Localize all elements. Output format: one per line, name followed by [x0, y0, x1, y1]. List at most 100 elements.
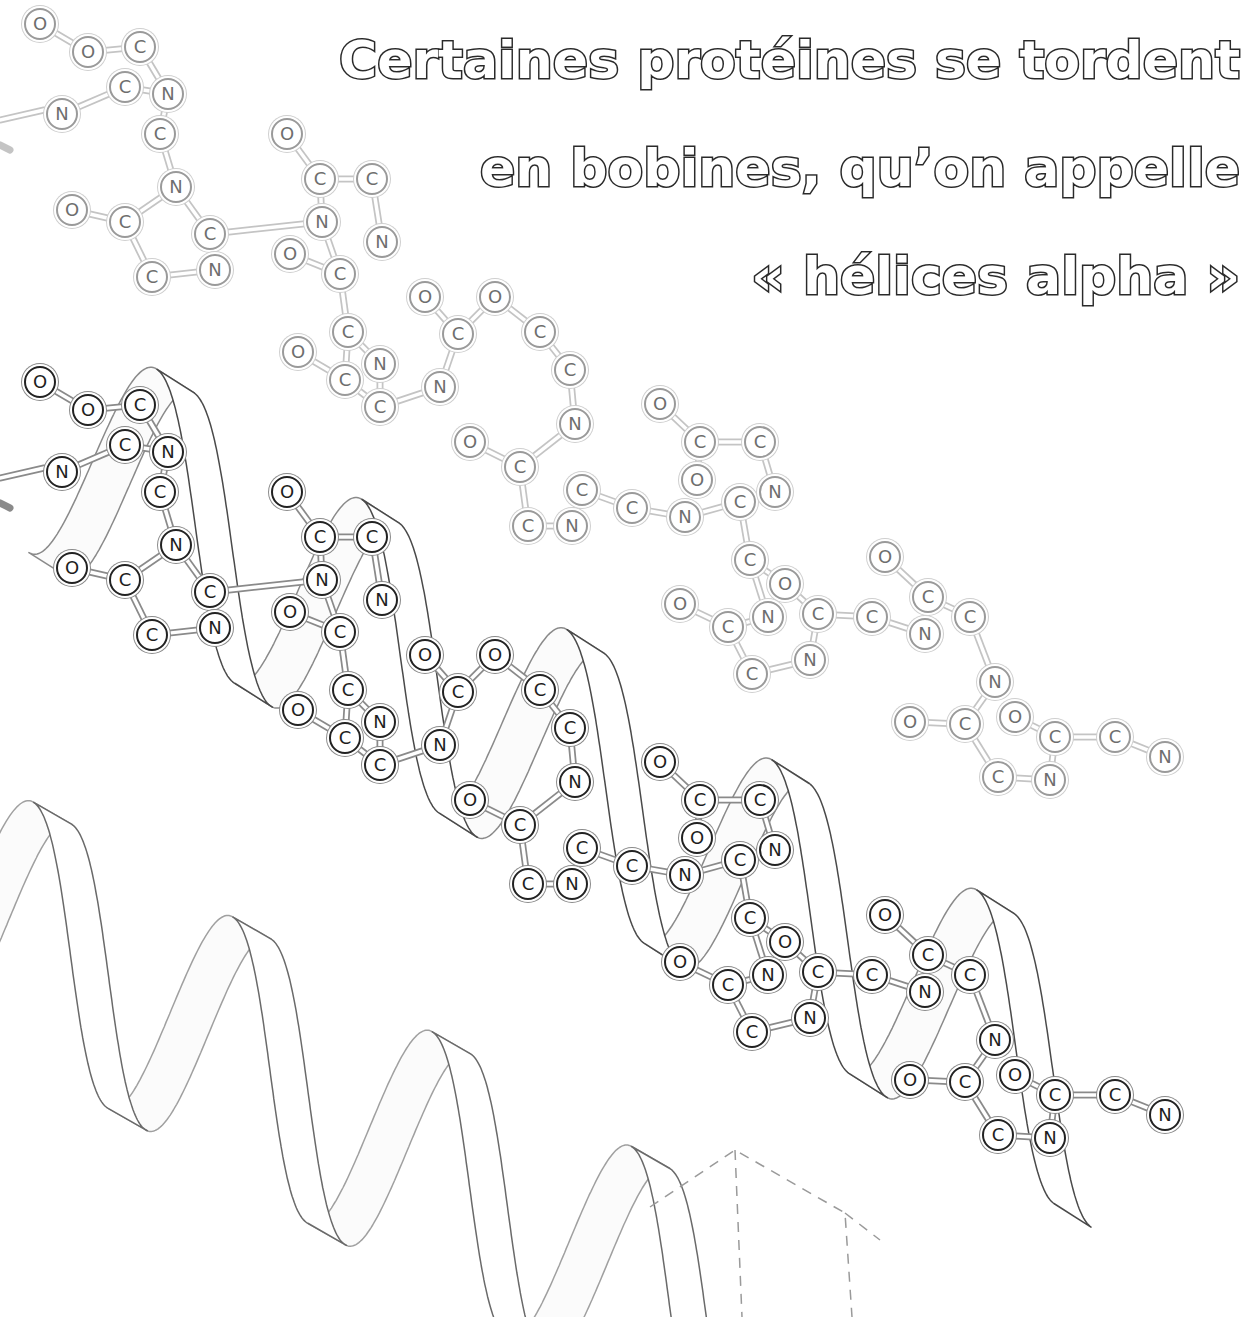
- atom-symbol: N: [568, 773, 581, 791]
- atom-symbol: C: [366, 528, 379, 546]
- bond-core: [227, 224, 305, 232]
- atom-bond: [55, 391, 74, 402]
- atom-bond: [342, 649, 345, 673]
- bond-core: [974, 1096, 989, 1120]
- atom-bond: [522, 484, 525, 509]
- bond-outline: [209, 251, 216, 253]
- bond-core: [533, 434, 561, 456]
- atom-bond: [313, 361, 331, 372]
- bond-core: [342, 291, 345, 315]
- atom-symbol: O: [81, 401, 95, 419]
- bond-outline: [923, 972, 930, 975]
- atom-bond: [769, 1022, 794, 1028]
- atom-bond: [698, 817, 699, 821]
- atom-circle: C: [109, 564, 141, 596]
- bond-core: [132, 595, 144, 619]
- bond-outline: [436, 310, 446, 322]
- atom-circle: C: [724, 844, 756, 876]
- atom-bond: [227, 224, 305, 232]
- bond-core: [396, 750, 424, 759]
- atom-circle: C: [504, 451, 536, 483]
- bond-outline: [377, 381, 384, 390]
- atom-circle: C: [329, 364, 361, 396]
- atom-symbol: N: [565, 875, 578, 893]
- atom-circle: N: [794, 1002, 826, 1034]
- atom-symbol: C: [342, 681, 355, 699]
- bond-core: [337, 535, 355, 539]
- atom-circle: C: [856, 959, 888, 991]
- bond-core: [764, 570, 771, 575]
- bond-outline: [813, 631, 815, 644]
- atom-bond: [897, 927, 915, 944]
- atom-bond: [105, 407, 123, 409]
- bond-outline: [375, 554, 380, 583]
- atom-circle: O: [999, 701, 1031, 733]
- bond-outline: [813, 989, 815, 1002]
- atom-circle: N: [160, 529, 192, 561]
- bond-outline: [943, 962, 954, 967]
- atom-symbol: C: [992, 1126, 1005, 1144]
- atom-bond: [572, 387, 574, 407]
- atom-circle: N: [199, 612, 231, 644]
- bond-core: [89, 572, 109, 576]
- bond-core: [743, 877, 747, 901]
- atom-circle: C: [512, 510, 544, 542]
- bond-core: [358, 748, 366, 754]
- bond-core: [744, 979, 751, 981]
- bond-outline: [755, 934, 763, 959]
- atom-circle: C: [1039, 1079, 1071, 1111]
- bond-core: [297, 148, 310, 166]
- atom-symbol: N: [768, 841, 781, 859]
- atom-circle: N: [364, 348, 396, 380]
- atom-circle: N: [909, 618, 941, 650]
- atom-symbol: N: [373, 355, 386, 373]
- bond-core: [975, 1054, 985, 1068]
- bond-outline: [927, 1077, 948, 1085]
- bond-core: [835, 973, 855, 974]
- atom-symbol: C: [514, 816, 527, 834]
- atom-bond: [328, 596, 335, 616]
- bond-outline: [436, 668, 446, 680]
- bond-core: [436, 310, 446, 322]
- bond-outline: [317, 554, 324, 563]
- atom-circle: C: [364, 749, 396, 781]
- bond-core: [717, 798, 743, 802]
- atom-symbol: N: [208, 261, 221, 279]
- bond-core: [756, 495, 758, 499]
- bond-outline: [343, 349, 351, 363]
- atom-bond: [701, 864, 723, 870]
- atom-bond: [975, 696, 985, 710]
- atom-circle: N: [306, 206, 338, 238]
- atom-symbol: C: [922, 588, 935, 606]
- bond-outline: [744, 979, 751, 981]
- atom-symbol: C: [866, 966, 879, 984]
- atom-bond: [360, 702, 368, 710]
- atom-bond: [139, 555, 162, 571]
- atom-circle: C: [109, 71, 141, 103]
- bond-outline: [923, 614, 930, 617]
- atom-symbol: O: [291, 701, 305, 719]
- atom-symbol: N: [55, 463, 68, 481]
- atom-circle: C: [124, 389, 156, 421]
- atom-circle: C: [504, 809, 536, 841]
- bond-outline: [765, 458, 770, 475]
- atom-symbol: N: [1043, 771, 1056, 789]
- bond-core: [1052, 1112, 1053, 1121]
- atom-symbol: C: [522, 875, 535, 893]
- bond-outline: [470, 667, 483, 680]
- atom-bond: [1015, 1136, 1033, 1137]
- atom-bond: [533, 434, 561, 456]
- bond-stub: [0, 110, 44, 120]
- atom-symbol: O: [463, 791, 477, 809]
- atom-bond: [743, 877, 747, 901]
- bond-core: [163, 469, 164, 476]
- bond-outline: [1015, 778, 1033, 779]
- atom-bond: [598, 496, 616, 502]
- atom-symbol: N: [678, 508, 691, 526]
- atom-bond: [701, 506, 723, 512]
- bond-core: [755, 934, 763, 959]
- bond-core: [186, 559, 200, 578]
- atom-symbol: C: [339, 371, 352, 389]
- atom-circle: N: [559, 766, 591, 798]
- bond-core: [1015, 778, 1033, 779]
